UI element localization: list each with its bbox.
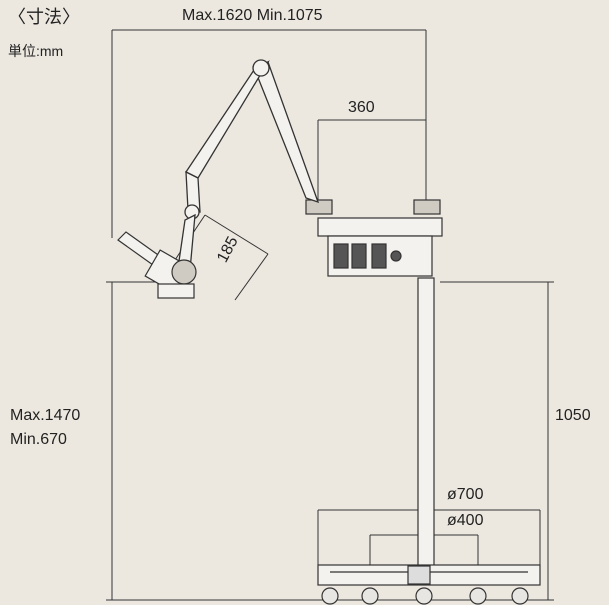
arm-head-housing: [305, 199, 443, 277]
casters: [321, 587, 529, 605]
head-angle-dimension-line: [204, 214, 269, 255]
articulated-arm: [177, 59, 320, 271]
base-outer-diameter-label: ø700: [447, 486, 484, 503]
microscope-head: [117, 231, 197, 299]
reach-dimension-label: Max.1620 Min.1075: [182, 7, 323, 24]
stand-base: [317, 564, 541, 586]
stand-height-label: 1050: [555, 407, 591, 424]
unit-label: 単位:mm: [8, 43, 64, 59]
base-inner-diameter-label: ø400: [447, 512, 484, 529]
height-min-label: Min.670: [10, 431, 67, 448]
stand-pole: [417, 277, 435, 569]
page-title: 〈寸法〉: [8, 7, 80, 27]
head-width-dimension-label: 360: [348, 99, 375, 116]
height-max-label: Max.1470: [10, 407, 81, 424]
